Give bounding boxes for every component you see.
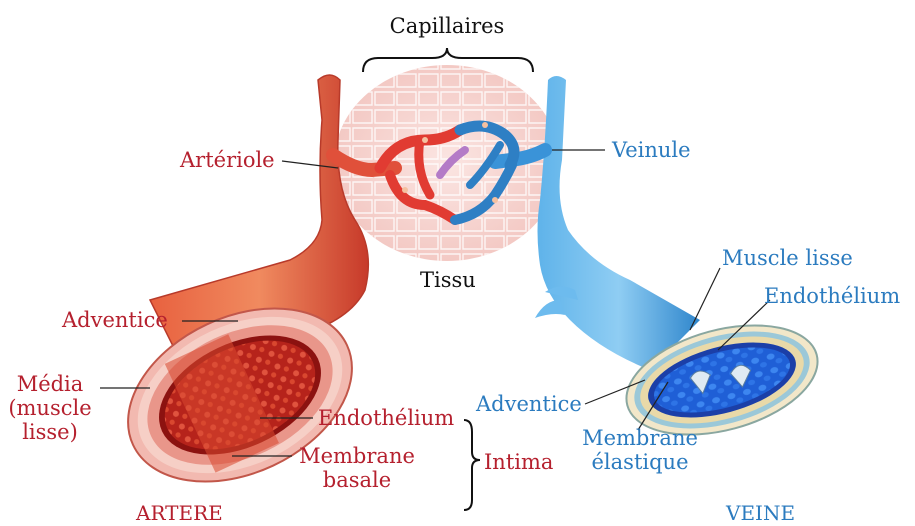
intima-brace [464,420,480,510]
endothelium-veine-label: Endothélium [764,284,900,308]
membrane-basale-line-2: basale [292,468,422,492]
membrane-elastique-line-2: élastique [570,450,710,474]
intima-label: Intima [484,450,553,474]
membrane-basale-label: Membrane basale [292,444,422,492]
adventice-artere-label: Adventice [62,308,168,332]
arteriole-label: Artériole [180,148,275,172]
artere-label: ARTERE [136,502,223,525]
membrane-elastique-line-1: Membrane [570,426,710,450]
vein-tube [535,76,700,370]
veinule-label: Veinule [612,138,691,162]
muscle-lisse-veine-label: Muscle lisse [722,246,853,270]
veine-label: VEINE [726,502,795,525]
endothelium-artere-label: Endothélium [318,406,454,430]
tissu-label: Tissu [420,268,476,292]
media-line-1: Média [6,372,94,396]
media-label: Média (muscle lisse) [6,372,94,444]
adventice-veine-label: Adventice [476,392,582,416]
membrane-basale-line-1: Membrane [292,444,422,468]
media-line-3: lisse) [6,420,94,444]
media-line-2: (muscle [6,396,94,420]
capillaires-label: Capillaires [372,14,522,38]
membrane-elastique-label: Membrane élastique [570,426,710,474]
